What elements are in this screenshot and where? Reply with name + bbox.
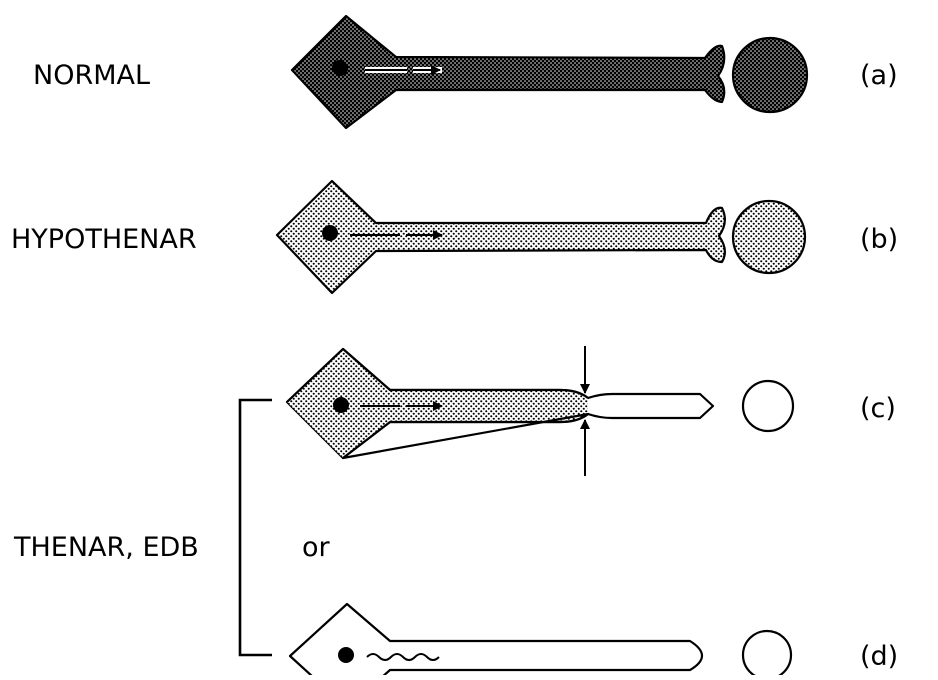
- row-label-hypothenar: HYPOTHENAR: [11, 224, 197, 255]
- row-tag-c: (c): [860, 393, 896, 424]
- axon-cross-section-degenerated: [743, 631, 791, 675]
- neuron-hypothenar-nucleus: [322, 225, 338, 241]
- row-tag-b: (b): [860, 224, 898, 255]
- group-label-thenar-edb: THENAR, EDB: [13, 532, 199, 563]
- neuron-constricted-nucleus: [333, 397, 349, 413]
- axon-cross-section-hypothenar: [733, 201, 805, 273]
- neuron-hypothenar: [277, 181, 805, 293]
- neuron-normal: [292, 16, 807, 128]
- neuron-thenar-constricted: [287, 346, 793, 476]
- row-tag-a: (a): [860, 60, 898, 91]
- neuron-hypothenar-body: [277, 181, 725, 293]
- neuron-degenerated-nucleus: [338, 647, 354, 663]
- neuron-degenerated-body: [290, 604, 702, 675]
- or-label: or: [302, 532, 331, 563]
- neuron-thenar-degenerated: [290, 604, 791, 675]
- neuron-normal-body: [292, 16, 724, 128]
- group-bracket: [240, 400, 272, 655]
- neuron-normal-nucleus: [332, 60, 348, 76]
- row-label-normal: NORMAL: [33, 60, 150, 91]
- axon-cross-section-normal: [733, 38, 807, 112]
- row-tag-d: (d): [860, 641, 898, 672]
- axon-cross-section-constricted: [743, 381, 793, 431]
